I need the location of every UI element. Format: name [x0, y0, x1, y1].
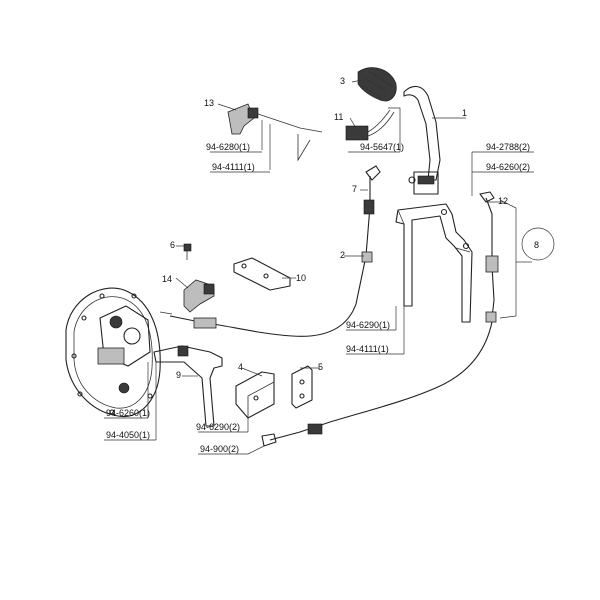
cables — [159, 165, 499, 447]
pn-94-6260-left: 94-6260(1) — [106, 408, 150, 418]
callout-10: 10 — [296, 273, 306, 283]
lever-arm — [153, 345, 223, 427]
group-bracket — [471, 152, 532, 319]
bracket-4 — [235, 371, 275, 419]
callout-6: 6 — [170, 240, 175, 250]
screw-part — [183, 243, 192, 260]
switch-part — [345, 109, 395, 141]
pn-94-5647: 94-5647(1) — [360, 142, 404, 152]
elbow-fitting-left — [183, 279, 215, 313]
pn-94-6290-mid: 94-6290(1) — [346, 320, 390, 330]
pn-94-4050: 94-4050(1) — [106, 430, 150, 440]
callout-8-circle — [521, 227, 555, 261]
callout-numbers: 1 2 3 4 5 6 7 8 9 10 11 12 13 14 — [162, 76, 539, 380]
callout-8: 8 — [534, 240, 539, 250]
lever-boot — [357, 67, 397, 102]
callout-2: 2 — [340, 250, 345, 260]
leader-lines — [104, 79, 534, 455]
callout-11: 11 — [334, 112, 343, 122]
callout-14: 14 — [162, 274, 172, 284]
pn-94-4111-top: 94-4111(1) — [212, 162, 255, 172]
callout-4: 4 — [238, 362, 243, 372]
pn-94-4111-mid: 94-4111(1) — [346, 344, 389, 354]
callout-3: 3 — [340, 76, 345, 86]
callout-12: 12 — [498, 196, 508, 206]
flat-plate — [233, 257, 291, 291]
callout-5: 5 — [318, 362, 323, 372]
shift-lever-assembly — [395, 85, 473, 323]
pn-94-6290-bot: 94-6290(2) — [196, 422, 240, 432]
elbow-fitting-top — [227, 103, 323, 162]
round-backplate — [65, 287, 161, 418]
part-number-labels: 94-6280(1) 94-4111(1) 94-5647(1) 94-2788… — [106, 142, 530, 454]
callout-9: 9 — [176, 370, 181, 380]
callout-13: 13 — [204, 98, 214, 108]
pn-94-2788: 94-2788(2) — [486, 142, 530, 152]
callout-7: 7 — [352, 184, 357, 194]
pn-94-900: 94-900(2) — [200, 444, 239, 454]
bracket-5 — [291, 365, 313, 409]
pn-94-6260-top: 94-6260(2) — [486, 162, 530, 172]
pn-94-6280: 94-6280(1) — [206, 142, 250, 152]
callout-1: 1 — [462, 108, 467, 118]
